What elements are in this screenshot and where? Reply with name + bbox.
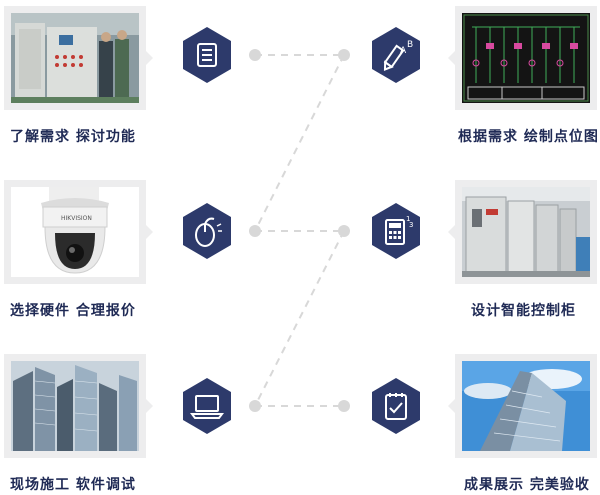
- glass-building-photo: [462, 361, 590, 451]
- laptop-icon: [178, 377, 236, 435]
- step-6-label: 成果展示 完美验收: [464, 477, 590, 493]
- svg-text:1: 1: [406, 215, 410, 223]
- card-pointer: [448, 225, 455, 239]
- step-4-photo-card: [448, 180, 597, 284]
- card-pointer: [448, 51, 455, 65]
- svg-text:B: B: [407, 40, 413, 50]
- control-cabinet-photo: [462, 187, 590, 277]
- skyscrapers-photo: [11, 361, 139, 451]
- step-2-photo-card: [448, 6, 597, 110]
- document-list-icon: [178, 26, 236, 84]
- step-6-photo-card: [448, 354, 597, 458]
- card-pointer: [146, 225, 153, 239]
- card-pointer: [448, 399, 455, 413]
- step-5-label: 现场施工 软件调试: [10, 477, 136, 493]
- step-3-photo-card: HIKVISION: [4, 180, 153, 284]
- card-pointer: [146, 399, 153, 413]
- step-1-photo-card: [4, 6, 153, 110]
- step-5-photo-card: [4, 354, 153, 458]
- svg-text:HIKVISION: HIKVISION: [61, 215, 92, 222]
- svg-text:A: A: [400, 46, 407, 56]
- electrical-cabinet-workshop-photo: [11, 13, 139, 103]
- wiring-schematic-photo: [462, 13, 590, 103]
- card-pointer: [146, 51, 153, 65]
- svg-text:3: 3: [409, 221, 413, 229]
- step-3-label: 选择硬件 合理报价: [10, 303, 136, 319]
- pen-abc-icon: A B: [367, 26, 425, 84]
- step-2-label: 根据需求 绘制点位图: [458, 129, 599, 145]
- dome-camera-photo: HIKVISION: [11, 187, 139, 277]
- step-1-label: 了解需求 探讨功能: [10, 129, 136, 145]
- step-4-label: 设计智能控制柜: [471, 303, 576, 319]
- mouse-icon: [178, 202, 236, 260]
- calculator-icon: 1 3: [367, 202, 425, 260]
- checklist-icon: [367, 377, 425, 435]
